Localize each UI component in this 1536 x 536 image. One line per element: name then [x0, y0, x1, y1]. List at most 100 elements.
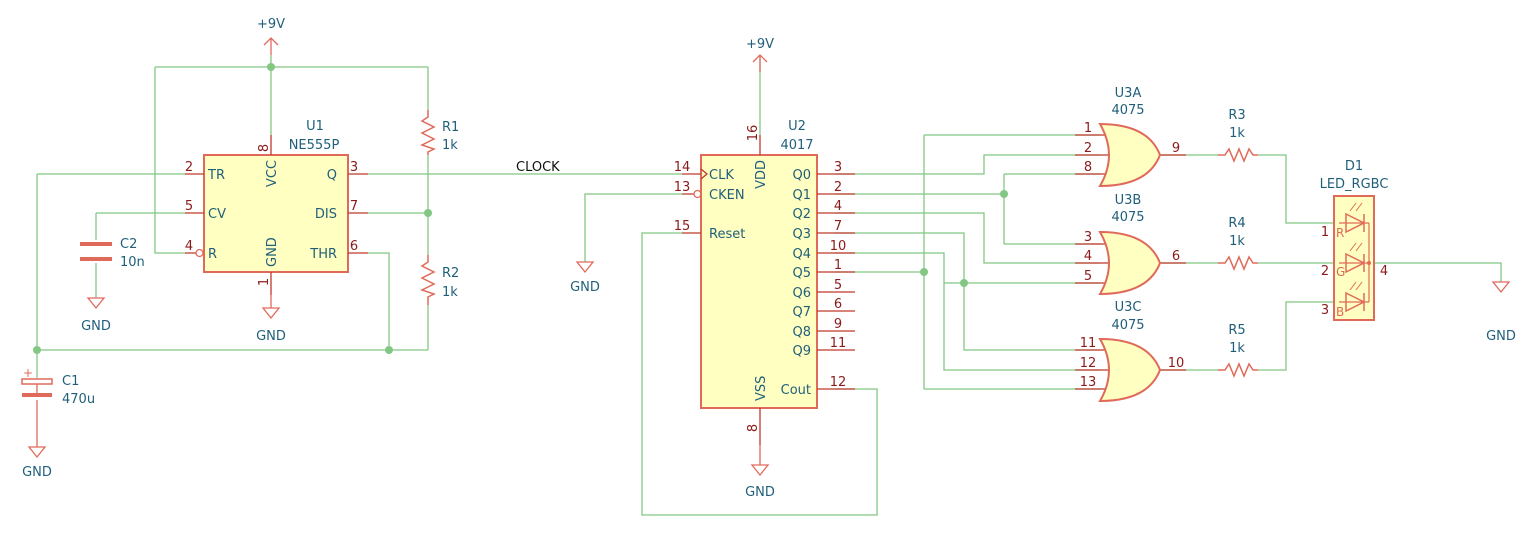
clock-net-label: CLOCK — [516, 160, 560, 175]
svg-text:9: 9 — [1172, 141, 1180, 156]
svg-text:8: 8 — [746, 424, 761, 432]
svg-text:THR: THR — [309, 247, 337, 262]
svg-text:R: R — [1336, 226, 1344, 240]
svg-text:2: 2 — [834, 180, 842, 195]
svg-text:3: 3 — [1084, 230, 1092, 245]
svg-text:Q: Q — [327, 168, 337, 183]
svg-text:+9V: +9V — [257, 17, 285, 32]
u1-ne555-timer: U1 NE555P TR CV R Q DIS THR VCC GND 2 5 … — [185, 119, 368, 295]
svg-text:10: 10 — [830, 239, 847, 254]
svg-text:U2: U2 — [788, 119, 806, 134]
gnd-symbol-u1: GND — [256, 295, 286, 344]
svg-text:11: 11 — [1080, 336, 1097, 351]
svg-text:8: 8 — [257, 144, 272, 152]
u2-4017-counter: U2 4017 CLK CKEN Reset VDD VSS Q0 Q1 Q2 … — [674, 119, 855, 445]
svg-text:CV: CV — [208, 207, 226, 222]
svg-text:15: 15 — [674, 219, 691, 234]
resistor-r1: R1 1k — [420, 110, 459, 155]
svg-text:4: 4 — [1380, 264, 1388, 279]
svg-text:2: 2 — [1084, 141, 1092, 156]
svg-text:GND: GND — [570, 280, 600, 295]
svg-text:4075: 4075 — [1111, 210, 1144, 225]
svg-text:R2: R2 — [442, 266, 459, 281]
svg-text:Q3: Q3 — [792, 227, 811, 242]
svg-text:R3: R3 — [1228, 108, 1245, 123]
svg-text:5: 5 — [1084, 269, 1092, 284]
gnd-symbol-d1: GND — [1486, 281, 1516, 344]
svg-text:1: 1 — [1321, 225, 1329, 240]
svg-text:10n: 10n — [120, 255, 145, 270]
resistor-r2: R2 1k — [420, 255, 459, 305]
svg-text:VCC: VCC — [265, 160, 280, 187]
svg-text:U3A: U3A — [1115, 86, 1142, 101]
svg-text:16: 16 — [746, 125, 761, 142]
rgb-led-d1: D1 LED_RGBC R G B 1 2 3 4 — [1320, 159, 1389, 321]
svg-text:3: 3 — [834, 160, 842, 175]
svg-text:VDD: VDD — [754, 160, 769, 189]
svg-text:+: + — [23, 366, 33, 380]
svg-text:1: 1 — [834, 258, 842, 273]
svg-text:1k: 1k — [1229, 234, 1245, 249]
svg-text:9: 9 — [834, 317, 842, 332]
svg-text:VSS: VSS — [754, 376, 769, 401]
svg-text:GND: GND — [745, 485, 775, 500]
resistor-r4: R4 1k — [1218, 216, 1258, 271]
svg-text:1: 1 — [1084, 121, 1092, 136]
svg-text:R4: R4 — [1228, 216, 1245, 231]
svg-text:1k: 1k — [442, 285, 458, 300]
svg-text:GND: GND — [265, 237, 280, 267]
svg-text:GND: GND — [22, 465, 52, 480]
svg-text:1k: 1k — [1229, 126, 1245, 141]
svg-text:7: 7 — [350, 199, 358, 214]
svg-text:GND: GND — [256, 329, 286, 344]
svg-text:8: 8 — [1084, 160, 1092, 175]
svg-text:7: 7 — [834, 219, 842, 234]
svg-text:D1: D1 — [1345, 159, 1363, 174]
or-gate-u3a: U3A 4075 1 2 8 9 — [1075, 86, 1186, 188]
svg-text:DIS: DIS — [315, 207, 337, 222]
svg-text:LED_RGBC: LED_RGBC — [1320, 177, 1389, 192]
svg-text:NE555P: NE555P — [289, 138, 340, 153]
svg-text:4075: 4075 — [1111, 103, 1144, 118]
svg-text:1k: 1k — [442, 138, 458, 153]
svg-text:U3C: U3C — [1115, 300, 1142, 315]
svg-text:B: B — [1336, 305, 1344, 319]
capacitor-c1: + C1 470u — [21, 366, 95, 407]
svg-text:14: 14 — [674, 160, 691, 175]
svg-text:2: 2 — [185, 160, 193, 175]
svg-text:C1: C1 — [62, 374, 79, 389]
svg-text:U1: U1 — [306, 119, 324, 134]
svg-text:5: 5 — [834, 278, 842, 293]
svg-text:Reset: Reset — [709, 227, 745, 242]
svg-text:1k: 1k — [1229, 341, 1245, 356]
svg-text:4: 4 — [834, 199, 842, 214]
junctions — [33, 63, 1008, 354]
svg-text:470u: 470u — [62, 392, 95, 407]
svg-text:Cout: Cout — [781, 383, 811, 398]
gnd-symbol-u2: GND — [745, 445, 775, 500]
svg-text:R5: R5 — [1228, 323, 1245, 338]
svg-text:3: 3 — [1321, 303, 1329, 318]
svg-text:4: 4 — [1084, 249, 1092, 264]
svg-text:Q4: Q4 — [792, 247, 811, 262]
svg-text:4075: 4075 — [1111, 318, 1144, 333]
gnd-symbol-c2: GND — [81, 297, 111, 334]
svg-text:G: G — [1336, 265, 1345, 279]
or-gate-u3b: U3B 4075 3 4 5 6 — [1075, 193, 1186, 296]
svg-text:Q8: Q8 — [792, 325, 811, 340]
svg-text:10: 10 — [1168, 356, 1185, 371]
svg-text:11: 11 — [830, 336, 847, 351]
resistor-r3: R3 1k — [1218, 108, 1258, 163]
svg-text:Q2: Q2 — [792, 207, 811, 222]
svg-text:GND: GND — [81, 319, 111, 334]
svg-text:+9V: +9V — [746, 37, 774, 52]
resistor-r5: R5 1k — [1218, 323, 1258, 378]
svg-text:5: 5 — [185, 199, 193, 214]
svg-text:GND: GND — [1486, 329, 1516, 344]
svg-text:CLK: CLK — [709, 168, 734, 183]
svg-text:13: 13 — [1080, 375, 1097, 390]
vcc-symbol-u1: +9V — [257, 17, 285, 55]
svg-text:Q1: Q1 — [792, 188, 811, 203]
svg-text:6: 6 — [350, 239, 358, 254]
